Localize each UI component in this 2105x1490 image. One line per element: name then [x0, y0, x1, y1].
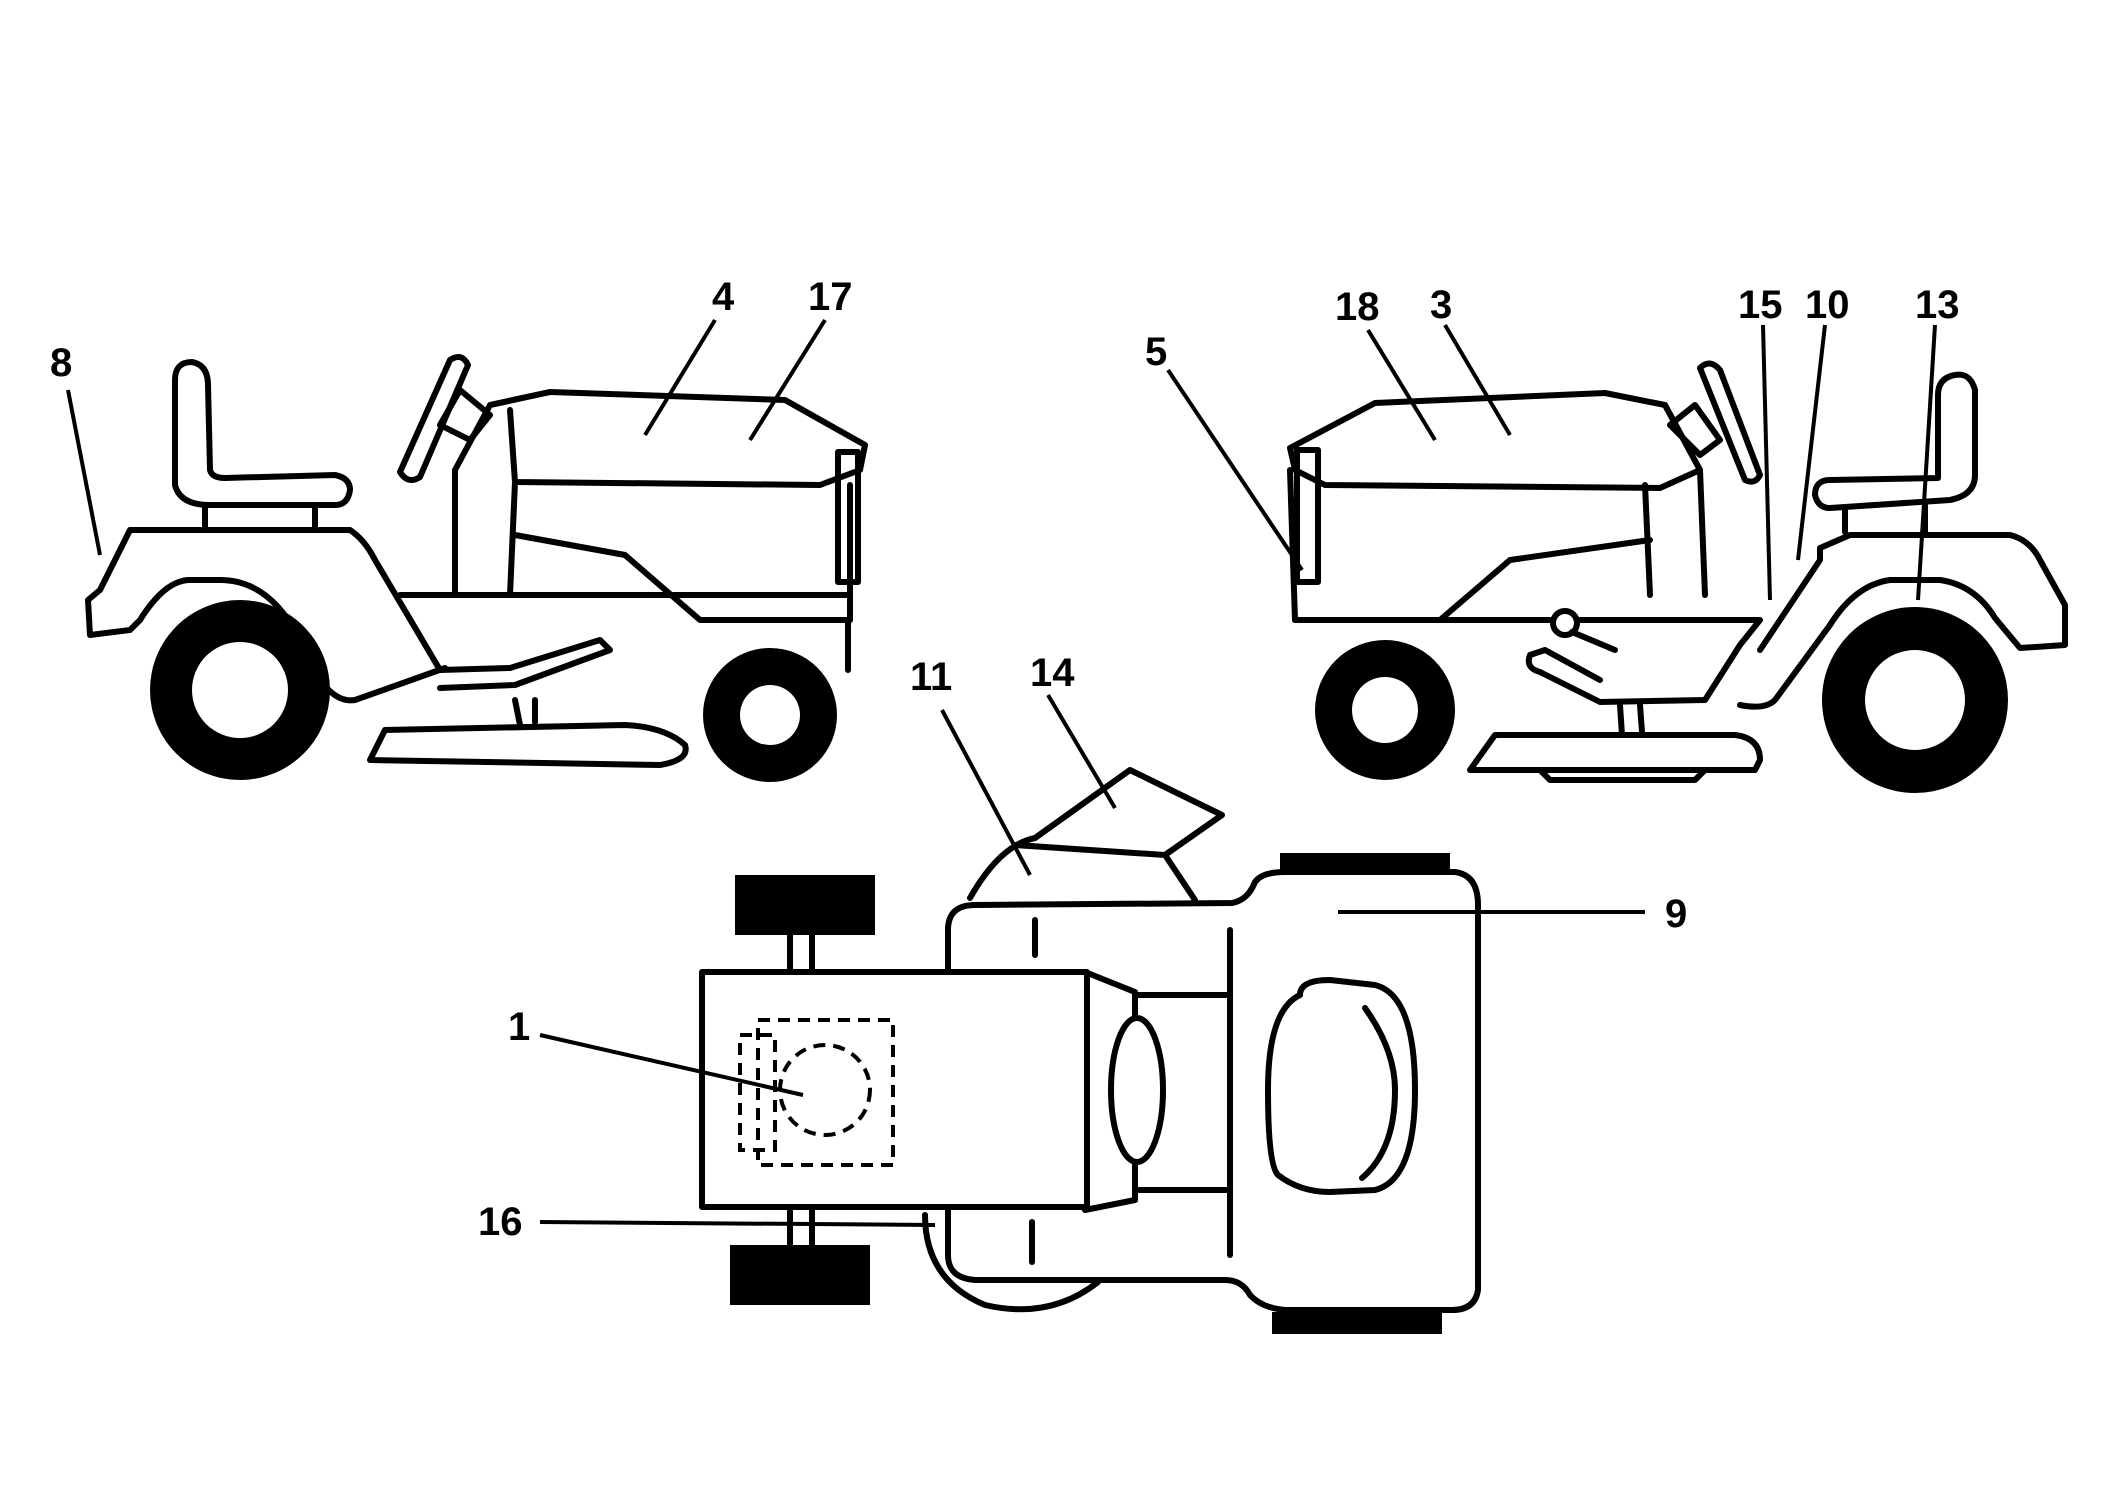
frame-right	[1292, 617, 1763, 705]
battery-outline	[756, 1018, 895, 1167]
frame	[397, 592, 853, 673]
mower-deck-right	[1467, 732, 1763, 773]
callout-4: 4	[712, 275, 735, 319]
leader-3	[1443, 323, 1512, 437]
front-axle-top	[787, 932, 815, 975]
tractor-right-side-view	[1287, 360, 2068, 793]
seat-top-view	[1265, 977, 1418, 1195]
callout-10: 10	[1805, 283, 1850, 327]
deck-hanger	[512, 697, 538, 728]
rear-fender-right	[1737, 532, 2068, 710]
front-tire-bottom	[730, 1245, 870, 1305]
callout-14: 14	[1030, 651, 1075, 695]
callout-18: 18	[1335, 285, 1380, 329]
battery-cell-outline	[738, 1033, 777, 1152]
leader-8	[66, 389, 102, 556]
leader-14	[1046, 693, 1117, 810]
front-axle-bottom	[787, 1207, 815, 1248]
callout-labels: 8 4 17 5 18 3 15 10 13 11 14 9 1 16	[50, 275, 1960, 1244]
seat-back	[172, 359, 353, 508]
hood-side	[507, 479, 853, 623]
front-hub-left-view	[740, 685, 800, 745]
leader-15	[1761, 324, 1772, 601]
leader-1	[539, 1033, 804, 1097]
seat-back-right	[1812, 371, 1978, 511]
leader-18	[1366, 328, 1437, 442]
callout-13: 13	[1915, 283, 1960, 327]
grille-right	[1294, 447, 1321, 585]
rear-tire-bottom	[1272, 1312, 1442, 1334]
steering-wheel-top	[1108, 1015, 1166, 1165]
steering-wheel-right	[1697, 360, 1763, 485]
hood-top	[487, 389, 868, 488]
footrest-right	[1525, 647, 1603, 683]
callout-3: 3	[1430, 283, 1452, 327]
callout-15: 15	[1738, 283, 1783, 327]
leader-16	[539, 1220, 936, 1227]
leader-4	[643, 318, 717, 437]
leader-17	[748, 318, 827, 442]
chute-loop-bottom	[922, 1212, 1101, 1313]
callout-5: 5	[1145, 330, 1167, 374]
rear-hub-left-view	[192, 642, 288, 738]
mower-deck	[367, 722, 689, 768]
steering-wheel	[397, 353, 471, 484]
callout-17: 17	[808, 275, 853, 319]
chute-edge	[1012, 842, 1168, 858]
grille	[835, 449, 861, 585]
seat-base	[202, 502, 318, 533]
front-tire-top	[735, 875, 875, 935]
leader-11	[940, 709, 1032, 876]
leader-13	[1916, 324, 1937, 601]
dash-right	[1662, 402, 1708, 598]
callout-1: 1	[508, 1005, 530, 1049]
tractor-left-side-view	[85, 353, 868, 782]
dash-connector	[1132, 992, 1231, 1193]
leader-lines	[66, 318, 1937, 1227]
leader-5	[1166, 368, 1304, 572]
shift-lever	[1569, 629, 1618, 653]
deck-hanger-right	[1617, 702, 1645, 738]
callout-9: 9	[1665, 892, 1687, 936]
leader-10	[1796, 324, 1827, 561]
rear-hub-right-view	[1865, 650, 1965, 750]
steering-column	[437, 387, 493, 443]
hood-side-right	[1287, 467, 1653, 623]
steering-column-right	[1667, 402, 1723, 458]
callout-16: 16	[478, 1200, 523, 1244]
callout-8: 8	[50, 341, 72, 385]
seat-cushion-line	[1359, 1005, 1398, 1181]
callout-11: 11	[910, 655, 952, 699]
deck-base-right	[1537, 767, 1708, 783]
dash-panel	[452, 389, 553, 598]
front-hub-right-view	[1352, 677, 1418, 743]
footrest	[437, 637, 613, 691]
tractor-top-view	[699, 767, 1481, 1334]
shift-knob	[1550, 608, 1580, 638]
